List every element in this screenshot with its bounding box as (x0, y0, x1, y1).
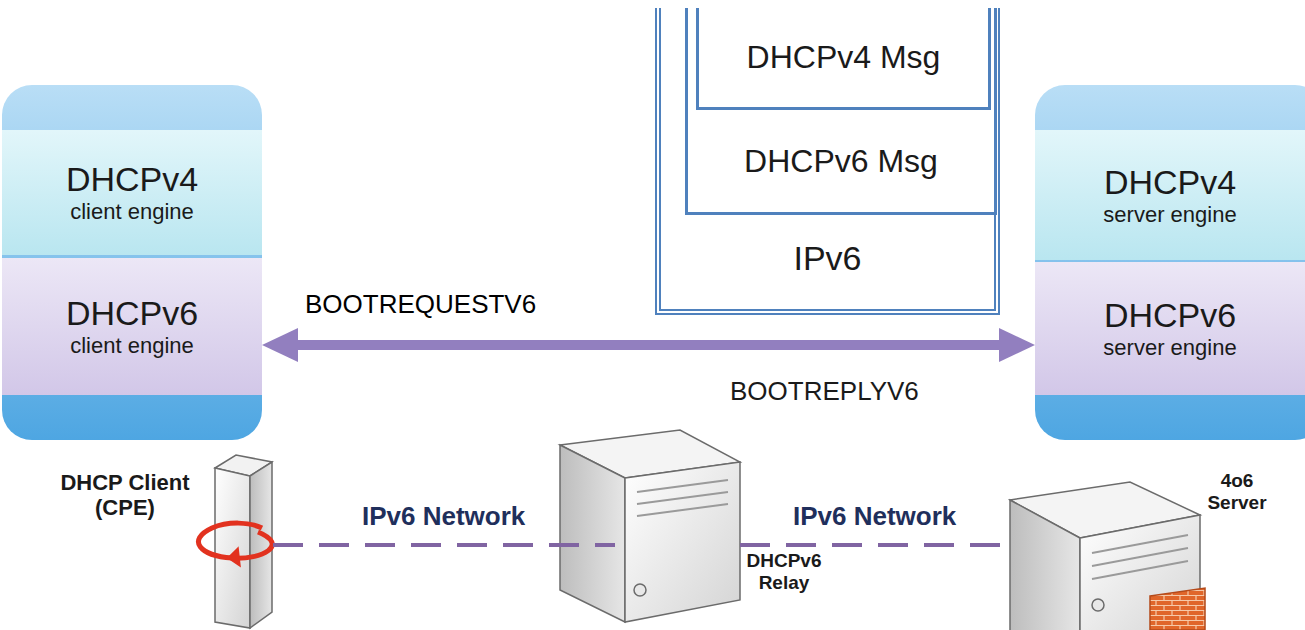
box-title: DHCPv6 (66, 294, 198, 333)
text-group: IPv6 (661, 209, 994, 309)
box-title: DHCPv4 Msg (747, 39, 941, 76)
text-group: DHCPv4server engine (1035, 130, 1305, 260)
box-title: DHCPv4 (1104, 163, 1236, 202)
4o6-server-icon (1010, 482, 1205, 630)
box-subtitle: server engine (1103, 202, 1236, 227)
device-label: DHCPv6 Relay (742, 550, 826, 594)
box-subtitle: server engine (1103, 335, 1236, 360)
network-link (273, 545, 615, 546)
edge-label: IPv6 Network (793, 501, 956, 532)
text-group: DHCPv6 Msg (688, 110, 994, 212)
server-engine-box: DHCPv6server engine (1035, 262, 1305, 395)
box-title: DHCPv6 Msg (744, 143, 938, 180)
relay-device: DHCPv6 Relay (615, 430, 740, 625)
text-group: DHCPv4client engine (2, 130, 262, 255)
text-group: DHCPv6 Relay (742, 550, 826, 594)
cpe-device: DHCP Client (CPE) (205, 455, 273, 627)
text-group: DHCPv6server engine (1035, 262, 1305, 395)
box-title: DHCPv4 (66, 160, 198, 199)
cpe-icon (198, 455, 272, 628)
edge-label: BOOTREQUESTV6 (305, 289, 536, 320)
dhcpv6-message-box: DHCPv6 Msg DHCPv4 Msg (685, 8, 997, 215)
client-engine-box: DHCPv6client engine (2, 258, 262, 395)
box-title: DHCPv6 (1104, 296, 1236, 335)
server-panel (1035, 85, 1305, 440)
message-label: BOOTREPLYV6 (730, 376, 919, 407)
text-group: DHCP Client (CPE) (55, 470, 195, 521)
server-device: 4o6 Server (1010, 480, 1200, 630)
device-label: DHCP Client (CPE) (55, 470, 195, 521)
double-arrow (262, 328, 1035, 362)
text-group: DHCPv6client engine (2, 258, 262, 395)
ipv6-packet-box: IPv6 DHCPv6 Msg DHCPv4 Msg (655, 8, 1000, 315)
client-panel (2, 85, 262, 440)
edge-label: IPv6 Network (362, 501, 525, 532)
box-subtitle: client engine (70, 199, 194, 224)
client-engine-box: DHCPv4client engine (2, 130, 262, 255)
network-link (740, 545, 1010, 546)
box-subtitle: client engine (70, 333, 194, 358)
dhcpv4-message-box: DHCPv4 Msg (696, 8, 991, 110)
box-title: IPv6 (793, 239, 861, 278)
server-engine-box: DHCPv4server engine (1035, 130, 1305, 260)
text-group: 4o6 Server (1204, 470, 1270, 514)
device-label: 4o6 Server (1204, 470, 1270, 514)
text-group: DHCPv4 Msg (699, 8, 988, 107)
relay-server-icon (560, 430, 740, 622)
